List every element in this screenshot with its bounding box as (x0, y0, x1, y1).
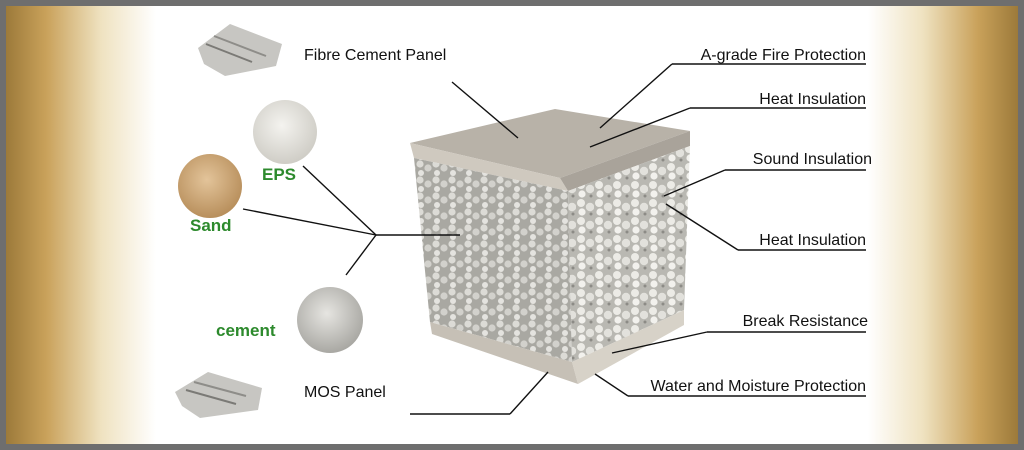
label-heat-insulation-bottom: Heat Insulation (759, 232, 866, 249)
label-a-grade-fire-protection: A-grade Fire Protection (700, 47, 866, 64)
leader-cement (345, 234, 377, 276)
leader-fire (599, 63, 673, 129)
label-water-moisture-protection: Water and Moisture Protection (650, 378, 867, 395)
eps-sample (253, 100, 317, 164)
label-eps: EPS (262, 165, 297, 184)
sandwich-panel-cube (410, 109, 690, 384)
leader-sand (242, 208, 377, 236)
cube-front-face (414, 158, 572, 362)
cube-right-face (568, 146, 690, 362)
label-sound-insulation: Sound Insulation (752, 151, 872, 168)
cement-sample (297, 287, 363, 353)
cube-bottom-edge-front (430, 322, 578, 384)
sand-sample (178, 154, 242, 218)
leader-fibre-cement (451, 81, 519, 139)
leader-break (611, 331, 708, 354)
cube-top-edge-right (560, 131, 690, 191)
cube-top-face (410, 109, 690, 178)
label-break-resistance: Break Resistance (742, 313, 868, 330)
leader-heat-bottom (665, 203, 739, 251)
cube-bottom-edge-right (572, 310, 684, 384)
leader-mos (509, 371, 549, 415)
label-fibre-cement-panel: Fibre Cement Panel (304, 47, 447, 64)
leader-eps (302, 165, 377, 236)
leader-sound (663, 169, 726, 197)
label-cement: cement (216, 321, 276, 340)
leader-heat-top (589, 107, 691, 148)
label-heat-insulation-top: Heat Insulation (759, 91, 866, 108)
label-sand: Sand (190, 216, 232, 235)
mos-panel-sample (175, 372, 262, 418)
label-mos-panel: MOS Panel (304, 384, 386, 401)
leader-water (594, 373, 629, 397)
cube-top-edge-front (410, 143, 568, 191)
fibre-cement-panel-sample (198, 24, 282, 76)
